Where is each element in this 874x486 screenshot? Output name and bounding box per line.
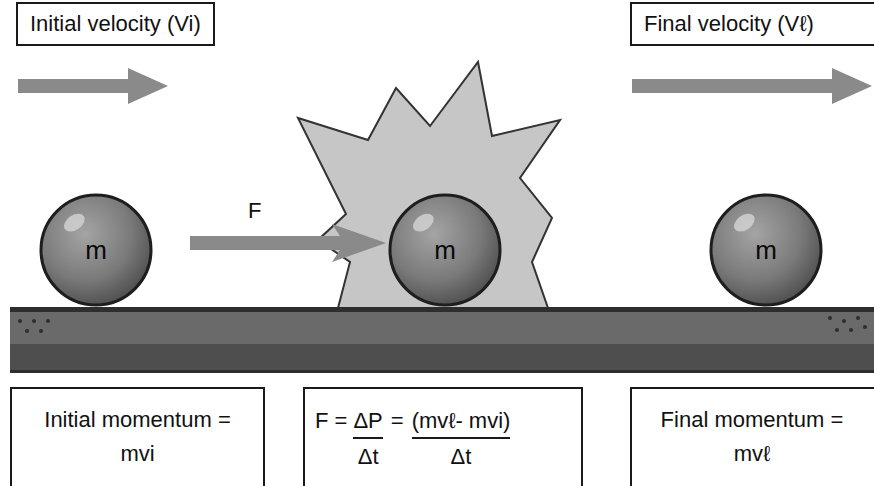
- momentum-text: Final momentum = mvℓ: [654, 403, 850, 471]
- formula-fraction: ΔP Δt: [353, 407, 382, 471]
- ball-highlight: [410, 210, 437, 235]
- momentum-box: Final momentum = mvℓ: [630, 387, 874, 486]
- formula-text: Δt: [451, 443, 472, 471]
- mass-ball: m: [39, 193, 153, 307]
- velocity-box: Initial velocity (Vi): [16, 2, 215, 46]
- formula-fraction: (mvℓ- mvi) Δt: [412, 407, 511, 471]
- formula-term: F =: [315, 407, 347, 435]
- rail-top: [10, 307, 874, 312]
- formula-text: Δt: [358, 443, 379, 471]
- velocity-label: Final velocity (Vℓ): [644, 4, 874, 44]
- formula-box: F =ΔP Δt = (mvℓ- mvi) Δt: [303, 387, 583, 486]
- formula-text: ΔP: [353, 407, 382, 435]
- formula-row: F =ΔP Δt = (mvℓ- mvi) Δt: [315, 407, 571, 471]
- formula-text: (mvℓ- mvi): [412, 407, 511, 435]
- rail-body: [10, 312, 874, 344]
- momentum-text: Initial momentum = mvi: [37, 403, 238, 471]
- mass-label: m: [755, 235, 777, 266]
- force-arrow: [190, 224, 386, 262]
- force-label: F: [248, 198, 261, 224]
- ball-outline: [41, 195, 151, 305]
- mass-label: m: [85, 235, 107, 266]
- mass-ball: m: [388, 193, 502, 307]
- formula-text: =: [391, 407, 404, 435]
- velocity-arrow: [18, 68, 168, 104]
- ball-outline: [390, 195, 500, 305]
- fraction-bar: [353, 437, 382, 439]
- rail-rivets: [18, 316, 867, 333]
- rail-base: [10, 344, 874, 371]
- rail-edge: [10, 370, 874, 373]
- formula-text: F =: [315, 407, 347, 435]
- mass-ball: m: [709, 193, 823, 307]
- formula-term: =: [391, 407, 404, 435]
- ball-highlight: [731, 210, 758, 235]
- impact-burst: [298, 62, 560, 308]
- ball-highlight: [61, 210, 88, 235]
- momentum-box: Initial momentum = mvi: [10, 387, 265, 486]
- velocity-label: Initial velocity (Vi): [30, 4, 201, 44]
- ball-outline: [711, 195, 821, 305]
- mass-label: m: [434, 235, 456, 266]
- velocity-arrow: [632, 68, 872, 104]
- fraction-bar: [412, 437, 511, 439]
- velocity-box: Final velocity (Vℓ): [630, 2, 874, 46]
